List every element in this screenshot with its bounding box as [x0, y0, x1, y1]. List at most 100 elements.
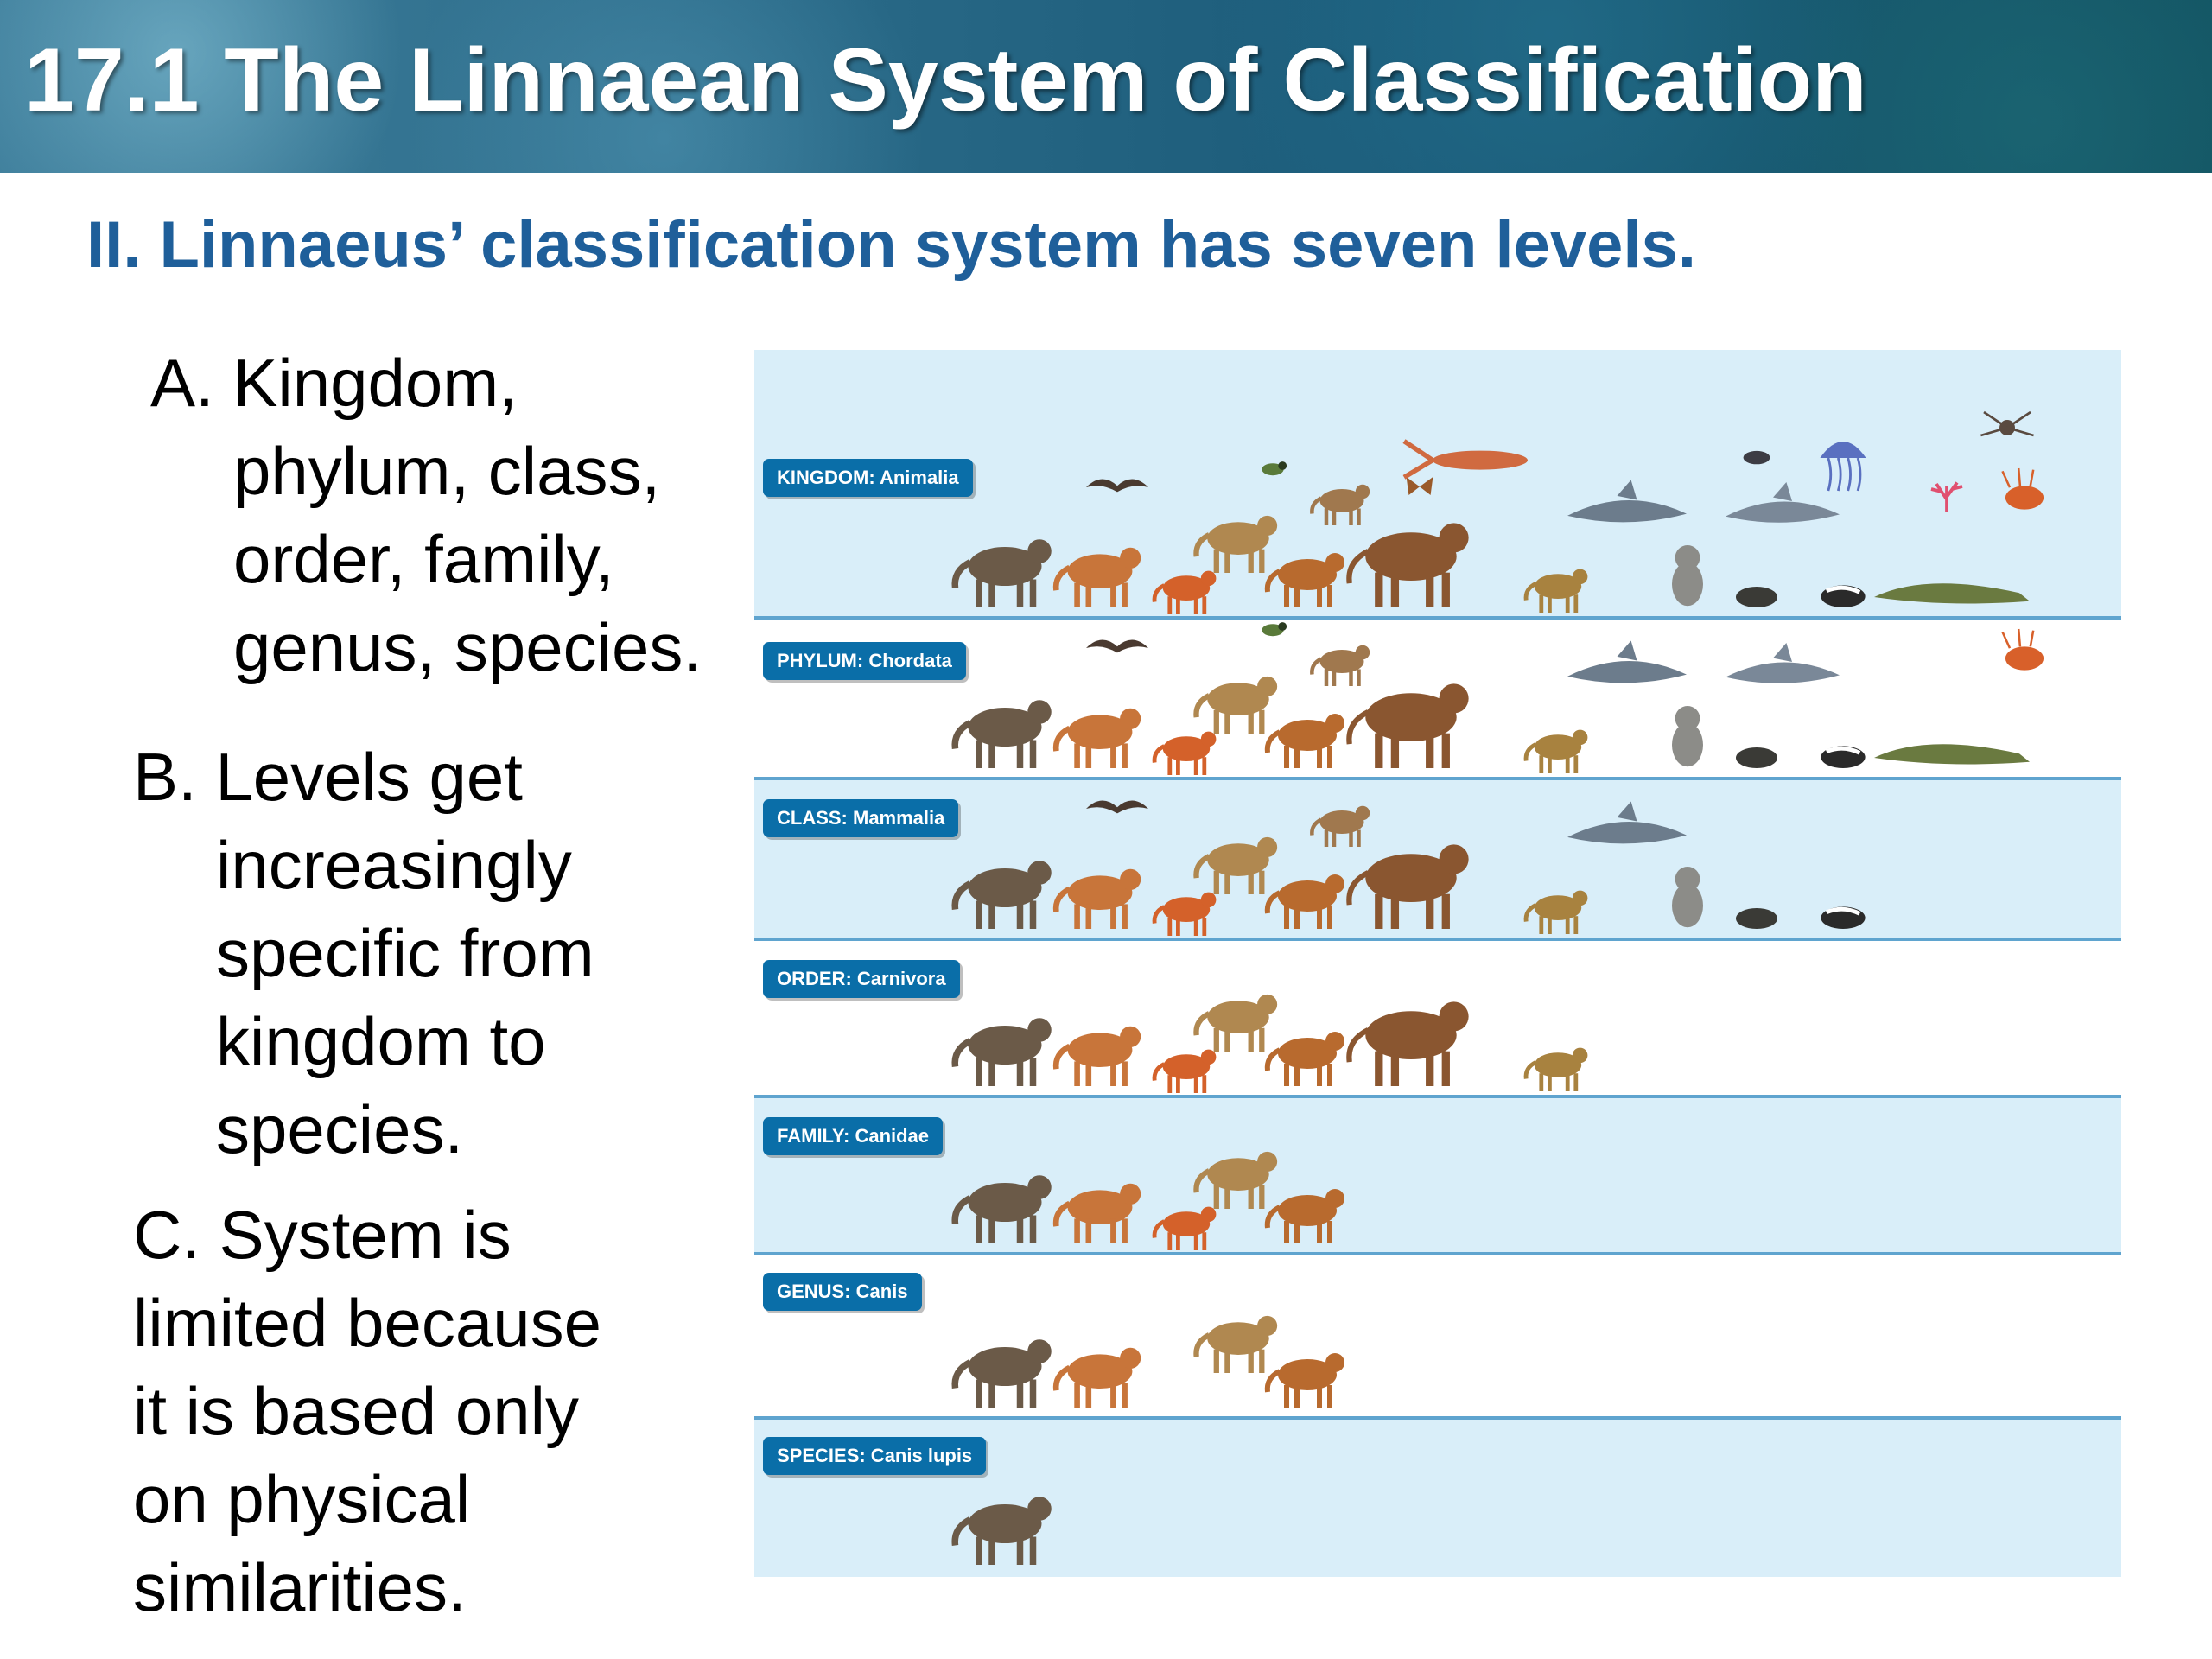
bullet-b-line: increasingly — [216, 827, 572, 903]
bullet-b-line: B. Levels get — [133, 739, 523, 815]
level-band-class: CLASS: Mammalia — [754, 780, 2121, 941]
rabbit-icon — [1310, 805, 1370, 847]
slide-subtitle: II. Linnaeus’ classification system has … — [86, 208, 1696, 282]
jackal-icon — [1264, 1353, 1344, 1408]
bullet-a-line: A. Kingdom, — [150, 345, 518, 421]
level-label-species: SPECIES: Canis lupis — [763, 1437, 987, 1475]
level-animals — [951, 1497, 1052, 1565]
level-band-genus: GENUS: Canis — [754, 1255, 2121, 1420]
bear-icon — [1346, 844, 1469, 929]
wolf-icon — [951, 861, 1052, 929]
crocodile-icon — [1874, 744, 2030, 765]
bat-icon — [1086, 639, 1148, 653]
fox-icon — [1152, 731, 1217, 775]
jackal-icon — [1264, 874, 1344, 929]
fox-icon — [1152, 570, 1217, 614]
bullet-a-line: genus, species. — [233, 609, 702, 685]
dog-icon — [1052, 1183, 1141, 1243]
shark-icon — [1726, 643, 1840, 683]
bullet-c-line: limited because — [133, 1285, 601, 1361]
bullet-c-line: C. System is — [133, 1197, 512, 1273]
level-label-order: ORDER: Carnivora — [763, 960, 960, 998]
bobcat-icon — [1523, 729, 1588, 773]
jackal-icon — [1264, 553, 1344, 607]
level-animals — [951, 994, 1588, 1093]
bullet-c: C. System is limited because it is based… — [133, 1191, 601, 1631]
dog-icon — [1052, 1026, 1141, 1086]
lionfish-icon — [2001, 467, 2044, 510]
bullet-a: A. Kingdom, phylum, class, order, family… — [150, 339, 702, 691]
bullet-c-line: on physical — [133, 1461, 471, 1537]
bobcat-icon — [1523, 569, 1588, 613]
coyote-icon — [1193, 836, 1278, 894]
lionfish-icon — [2001, 628, 2044, 671]
dolphin-icon — [1567, 480, 1687, 523]
rabbit-icon — [1310, 645, 1370, 686]
classification-figure: KINGDOM: Animalia PHYLUM: Chordata CLASS… — [754, 350, 2121, 1577]
jackal-icon — [1264, 714, 1344, 768]
dog-icon — [1052, 547, 1141, 607]
skunk-icon — [1821, 585, 1866, 607]
spider-icon — [1980, 410, 2034, 437]
mole-icon — [1736, 587, 1777, 607]
bear-icon — [1346, 683, 1469, 768]
bullet-c-line: similarities. — [133, 1549, 467, 1625]
bullet-c-line: it is based only — [133, 1373, 579, 1449]
wolf-icon — [951, 1018, 1052, 1086]
wolf-icon — [951, 1339, 1052, 1408]
wolf-icon — [951, 1497, 1052, 1565]
bird-icon — [1262, 461, 1287, 476]
skunk-icon — [1821, 906, 1866, 929]
bullet-b: B. Levels get increasingly specific from… — [133, 733, 594, 1173]
level-band-order: ORDER: Carnivora — [754, 941, 2121, 1098]
coyote-icon — [1193, 676, 1278, 734]
bear-icon — [1346, 1001, 1469, 1086]
coral-icon — [1930, 481, 1963, 512]
jackal-icon — [1264, 1032, 1344, 1086]
level-animals — [951, 800, 1866, 936]
mole-icon — [1736, 908, 1777, 929]
dog-icon — [1052, 868, 1141, 929]
bullet-b-line: species. — [216, 1091, 464, 1167]
level-band-phylum: PHYLUM: Chordata — [754, 620, 2121, 780]
level-animals — [951, 1151, 1344, 1250]
dog-icon — [1052, 708, 1141, 768]
mole-icon — [1736, 747, 1777, 768]
wolf-icon — [951, 1175, 1052, 1243]
bobcat-icon — [1523, 1047, 1588, 1091]
wolf-icon — [951, 539, 1052, 607]
fox-icon — [1152, 1206, 1217, 1250]
jellyfish-icon — [1820, 442, 1866, 492]
level-label-phylum: PHYLUM: Chordata — [763, 642, 966, 680]
bat-icon — [1086, 800, 1148, 814]
level-animals — [951, 1315, 1344, 1408]
koala-icon — [1672, 867, 1703, 928]
skunk-icon — [1821, 746, 1866, 768]
dolphin-icon — [1567, 640, 1687, 683]
level-label-family: FAMILY: Canidae — [763, 1117, 944, 1155]
header-banner: 17.1 The Linnaean System of Classificati… — [0, 0, 2212, 173]
fox-icon — [1152, 1049, 1217, 1093]
bear-icon — [1346, 523, 1469, 607]
jackal-icon — [1264, 1189, 1344, 1243]
level-label-genus: GENUS: Canis — [763, 1273, 922, 1311]
coyote-icon — [1193, 994, 1278, 1052]
moth-icon — [1406, 477, 1433, 495]
bullet-a-line: phylum, class, — [233, 433, 661, 509]
level-label-class: CLASS: Mammalia — [763, 799, 959, 837]
koala-icon — [1672, 706, 1703, 767]
bobcat-icon — [1523, 890, 1588, 934]
coyote-icon — [1193, 1151, 1278, 1209]
level-label-kingdom: KINGDOM: Animalia — [763, 459, 973, 497]
crayfish-icon — [1402, 439, 1528, 480]
coyote-icon — [1193, 1315, 1278, 1373]
bat-icon — [1086, 479, 1148, 493]
level-band-kingdom: KINGDOM: Animalia — [754, 350, 2121, 620]
level-band-family: FAMILY: Canidae — [754, 1098, 2121, 1255]
koala-icon — [1672, 545, 1703, 607]
rabbit-icon — [1310, 484, 1370, 525]
fox-icon — [1152, 892, 1217, 936]
wolf-icon — [951, 700, 1052, 768]
level-animals — [951, 410, 2044, 614]
bullet-b-line: kingdom to — [216, 1003, 546, 1079]
